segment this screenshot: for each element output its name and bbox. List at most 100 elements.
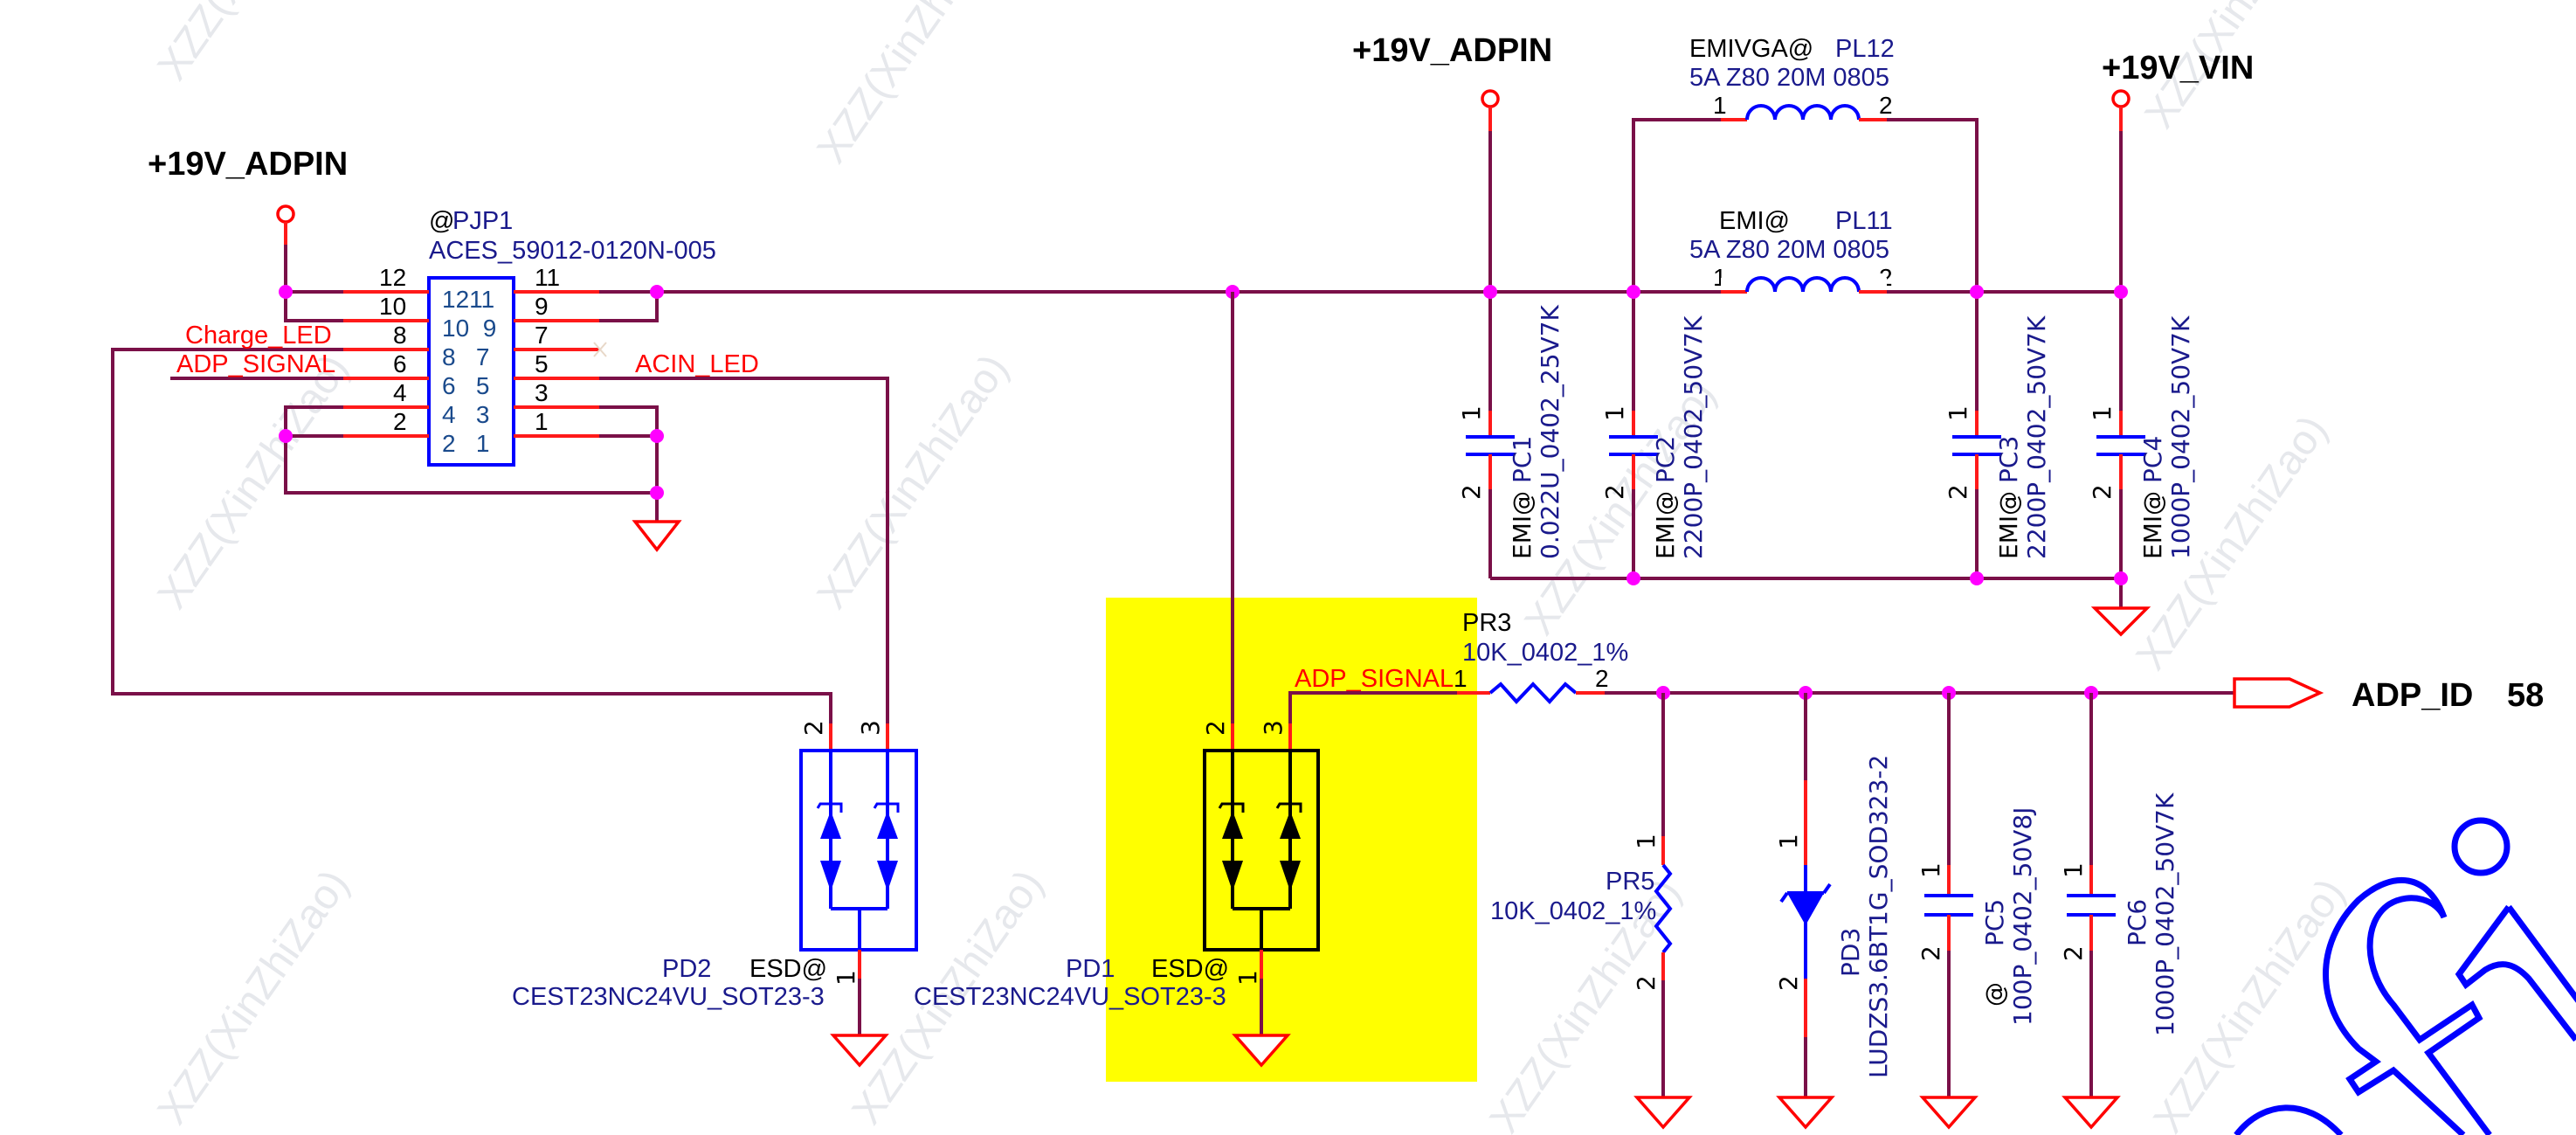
pin-number: 2 [1595,665,1609,692]
net-label-charge-led: Charge_LED [185,322,332,349]
esd-diode-pd1[interactable]: 2 3 1 [1201,720,1320,1068]
inductor-pl11[interactable]: EMI@ PL11 5A Z80 20M 0805 1 2 [1689,207,1893,295]
junctions-top [1483,285,2128,585]
capacitor-label: EMI@ PC3 [1994,436,2023,559]
ground-icon [1919,1096,1979,1130]
resistor-zigzag-icon [1488,682,1578,704]
inductor-attr: EMI@ [1719,207,1790,235]
pin-number: 2 [799,720,828,736]
off-page-ref: 58 [2507,677,2544,714]
brand-logo [2234,817,2576,1135]
connector-inner-row: 8 7 [442,343,489,370]
off-page-connector-adp-id[interactable]: ADP_ID 58 [2233,677,2544,714]
esd-refdes: PD1 [1066,955,1115,983]
power-symbol-adpin-top[interactable]: +19V_ADPIN [1352,32,1552,292]
power-net-label: +19V_ADPIN [1352,32,1552,69]
net-label-acin-led: ACIN_LED [635,350,759,378]
capacitor-attr: @ [1980,982,2009,1007]
inductor-coil-icon [1745,104,1861,121]
pin-number: 2 [2059,945,2088,961]
pin-number: 1 [1233,970,1262,986]
capacitor-pc6[interactable]: 1 2 PC6 1000P_0402_50V7K [2059,693,2179,1130]
connector-inner-row: 6 5 [442,372,489,399]
pin-number: 4 [393,379,407,406]
capacitor-value: 2200P_0402_50V7K [1679,315,1708,559]
connector-body [427,276,515,467]
watermark: XZZ(XinZhiZao) [149,346,358,617]
watermark: XZZ(XinZhiZao) [149,862,358,1132]
tvs-diode-icon [1222,811,1243,839]
connector-left-pins [343,290,429,438]
tvs-diode-icon [820,811,841,839]
pin-number: 5 [535,350,549,377]
pin-number: 11 [535,264,560,291]
pin-number: 1 [1600,405,1629,421]
inductor-pl12[interactable]: EMIVGA@ PL12 5A Z80 20M 0805 1 2 [1632,35,1979,292]
inductor-refdes: PL11 [1835,207,1893,235]
power-net-label: +19V_ADPIN [148,146,348,183]
resistor-value: 10K_0402_1% [1462,639,1628,667]
watermark: XZZ(XinZhiZao) [149,0,358,88]
pin-number: 1 [2088,405,2117,421]
connector-pjp1[interactable]: @ PJP1 ACES_59012-0120N-005 1211 10 9 8 … [343,207,716,467]
zener-diode-pd3[interactable]: 1 2 PD3 LUDZS3.6BT1G_SOD323-2 [1774,693,1893,1130]
resistor-zigzag-icon [1654,863,1673,954]
watermark: XZZ(XinZhiZao) [809,0,1018,171]
pin-number: 1 [1454,665,1468,692]
resistor-pr3[interactable]: PR3 10K_0402_1% ADP_SIGNAL 1 2 [1288,609,1628,723]
inductor-value: 5A Z80 20M 0805 [1689,64,1889,92]
pin-number: 2 [1201,720,1230,736]
pin-number: 9 [535,293,549,320]
power-port-icon [276,204,295,224]
off-page-net-label: ADP_ID [2352,677,2473,714]
capacitor-label: EMI@ PC2 [1651,436,1680,559]
watermark: XZZ(XinZhiZao) [809,346,1018,617]
pin-number: 2 [1879,92,1893,119]
pin-number: 1 [1632,834,1661,849]
capacitor-value: 1000P_0402_50V7K [2166,315,2195,559]
capacitor-refdes: PC5 [1980,899,2009,946]
capacitor-refdes: PC6 [2123,899,2151,946]
connector-right-pins [514,290,599,438]
esd-value: CEST23NC24VU_SOT23-3 [914,983,1226,1011]
pin-number: 2 [1600,484,1629,500]
esd-value: CEST23NC24VU_SOT23-3 [512,983,825,1011]
pin-number: 2 [2088,484,2117,500]
connector-inner-row: 1211 [442,286,494,313]
pin-number: 3 [1259,720,1288,736]
resistor-refdes: PR3 [1462,609,1511,637]
inductor-coil-icon [1745,276,1861,293]
power-symbol-vin[interactable]: +19V_VIN [2102,50,2254,292]
capacitor-pc5[interactable]: 1 2 PC5 @ 100P_0402_50V8J [1916,693,2037,1130]
power-symbol-adpin-left[interactable]: +19V_ADPIN [148,146,348,245]
ground-icon [1776,1096,1835,1130]
ground-icon [830,1034,889,1068]
pin-number: 1 [535,408,549,435]
resistor-value: 10K_0402_1% [1490,897,1656,925]
connector-right-wiring [599,290,1490,723]
connector-attr: @ [429,207,454,235]
connector-part: ACES_59012-0120N-005 [429,237,716,265]
diode-refdes: PD3 [1836,928,1865,977]
connector-inner-row: 10 9 [442,315,496,342]
inductor-value: 5A Z80 20M 0805 [1689,236,1889,264]
ground-icon [1633,1096,1693,1130]
ground-icon [1232,1034,1291,1068]
pin-number: 2 [1944,484,1972,500]
inductor-attr: EMIVGA@ [1689,35,1813,63]
ground-icon [2090,606,2151,637]
pin-number: 8 [393,322,407,349]
pin-number: 1 [1916,862,1945,878]
pin-number: 1 [2059,862,2088,878]
inductor-refdes: PL12 [1835,35,1895,63]
diode-value: LUDZS3.6BT1G_SOD323-2 [1864,755,1893,1078]
pin-number: 12 [379,264,406,291]
resistor-pr5[interactable]: 1 2 PR5 10K_0402_1% [1490,693,1693,1130]
power-net-label: +19V_VIN [2102,50,2254,87]
